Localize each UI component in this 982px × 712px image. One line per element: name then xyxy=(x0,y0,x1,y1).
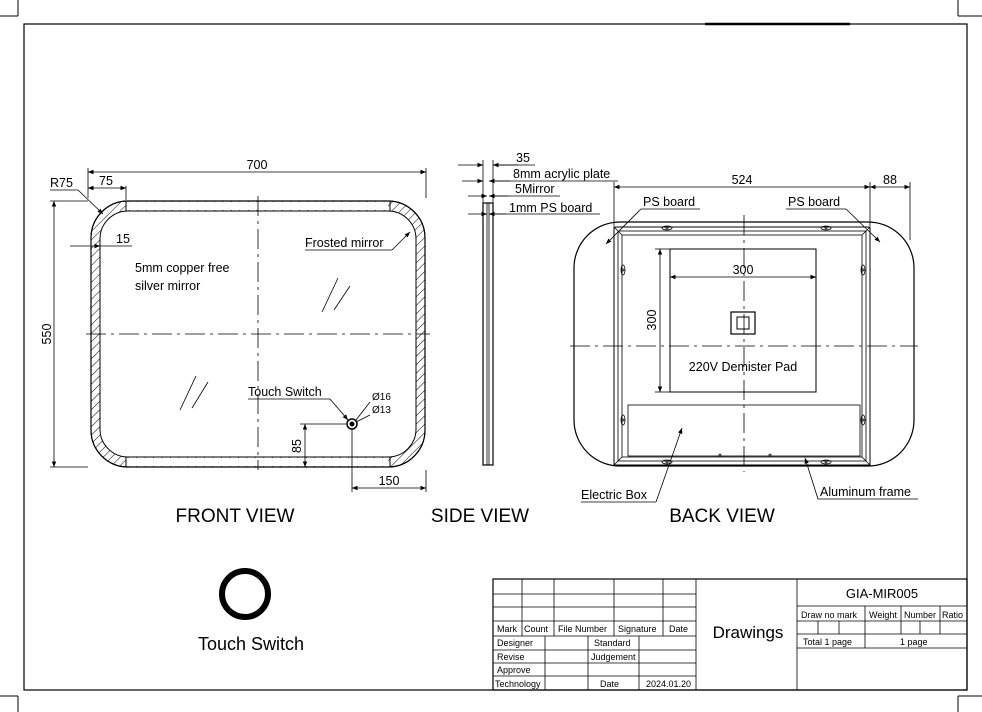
tb-number: Number xyxy=(904,610,936,620)
front-view-title: FRONT VIEW xyxy=(176,506,295,527)
tb-date: Date xyxy=(669,624,688,634)
side-dim-total: 35 xyxy=(516,151,530,165)
tb-date-label: Date xyxy=(600,679,619,689)
tb-revise: Revise xyxy=(497,652,525,662)
dia-16-label: Ø16 xyxy=(372,392,391,403)
back-view-title: BACK VIEW xyxy=(669,506,775,527)
dim-width: 700 xyxy=(247,158,268,172)
tb-signature: Signature xyxy=(618,624,657,634)
dim-radius-offset: 75 xyxy=(99,174,113,188)
dim-frost-width: 15 xyxy=(116,232,130,246)
frosted-label: Frosted mirror xyxy=(305,236,383,250)
tb-model: GIA-MIR005 xyxy=(846,586,918,601)
tb-weight: Weight xyxy=(869,610,897,620)
back-view: 524 88 300 300 220V Demister Pad PS boar… xyxy=(570,173,918,527)
mirror-desc-2: silver mirror xyxy=(135,279,200,293)
tb-draw-no-mark: Draw no mark xyxy=(801,610,858,620)
switch-detail-label: Touch Switch xyxy=(198,634,304,654)
dim-radius: R75 xyxy=(50,176,73,190)
frame-label: Aluminum frame xyxy=(820,485,911,499)
switch-detail: Touch Switch xyxy=(198,568,304,654)
pad-dim-h: 300 xyxy=(645,310,659,331)
back-dim-inner: 524 xyxy=(732,173,753,187)
side-view: 35 8mm acrylic plate 5Mirror 1mm PS boar… xyxy=(431,151,618,527)
side-dim-ps: 1mm PS board xyxy=(509,201,592,215)
side-view-title: SIDE VIEW xyxy=(431,506,529,527)
ps-board-right-label: PS board xyxy=(788,195,840,209)
tb-total-pages: Total 1 page xyxy=(803,637,852,647)
mirror-desc-1: 5mm copper free xyxy=(135,261,230,275)
touch-switch-label: Touch Switch xyxy=(248,385,322,399)
tb-date-value: 2024.01.20 xyxy=(646,679,691,689)
hanger-slots xyxy=(620,225,866,465)
dim-height: 550 xyxy=(40,324,54,345)
tb-approve: Approve xyxy=(497,665,531,675)
tb-standard: Standard xyxy=(594,638,631,648)
front-view: 700 75 R75 15 550 85 150 5mm copper free… xyxy=(40,158,430,527)
side-dim-mirror: 5Mirror xyxy=(515,182,555,196)
back-dim-edge: 88 xyxy=(883,173,897,187)
dia-13-label: Ø13 xyxy=(372,405,391,416)
title-block xyxy=(492,578,968,691)
dim-switch-height: 85 xyxy=(290,439,304,453)
ps-board-left-label: PS board xyxy=(643,195,695,209)
tb-file-number: File Number xyxy=(558,624,607,634)
demister-label: 220V Demister Pad xyxy=(689,360,797,374)
dim-switch-offset: 150 xyxy=(379,474,400,488)
tb-designer: Designer xyxy=(497,638,533,648)
tb-count: Count xyxy=(524,624,549,634)
title-block-text: Mark Count File Number Signature Date De… xyxy=(495,586,963,689)
tb-technology: Technology xyxy=(495,679,541,689)
electric-box-label: Electric Box xyxy=(581,488,648,502)
side-dim-acrylic: 8mm acrylic plate xyxy=(513,167,610,181)
pad-dim-w: 300 xyxy=(733,263,754,277)
tb-ratio: Ratio xyxy=(942,610,963,620)
tb-mark: Mark xyxy=(497,624,517,634)
tb-page: 1 page xyxy=(900,637,928,647)
tb-judgement: Judgement xyxy=(591,652,636,662)
tb-drawings: Drawings xyxy=(713,623,784,642)
